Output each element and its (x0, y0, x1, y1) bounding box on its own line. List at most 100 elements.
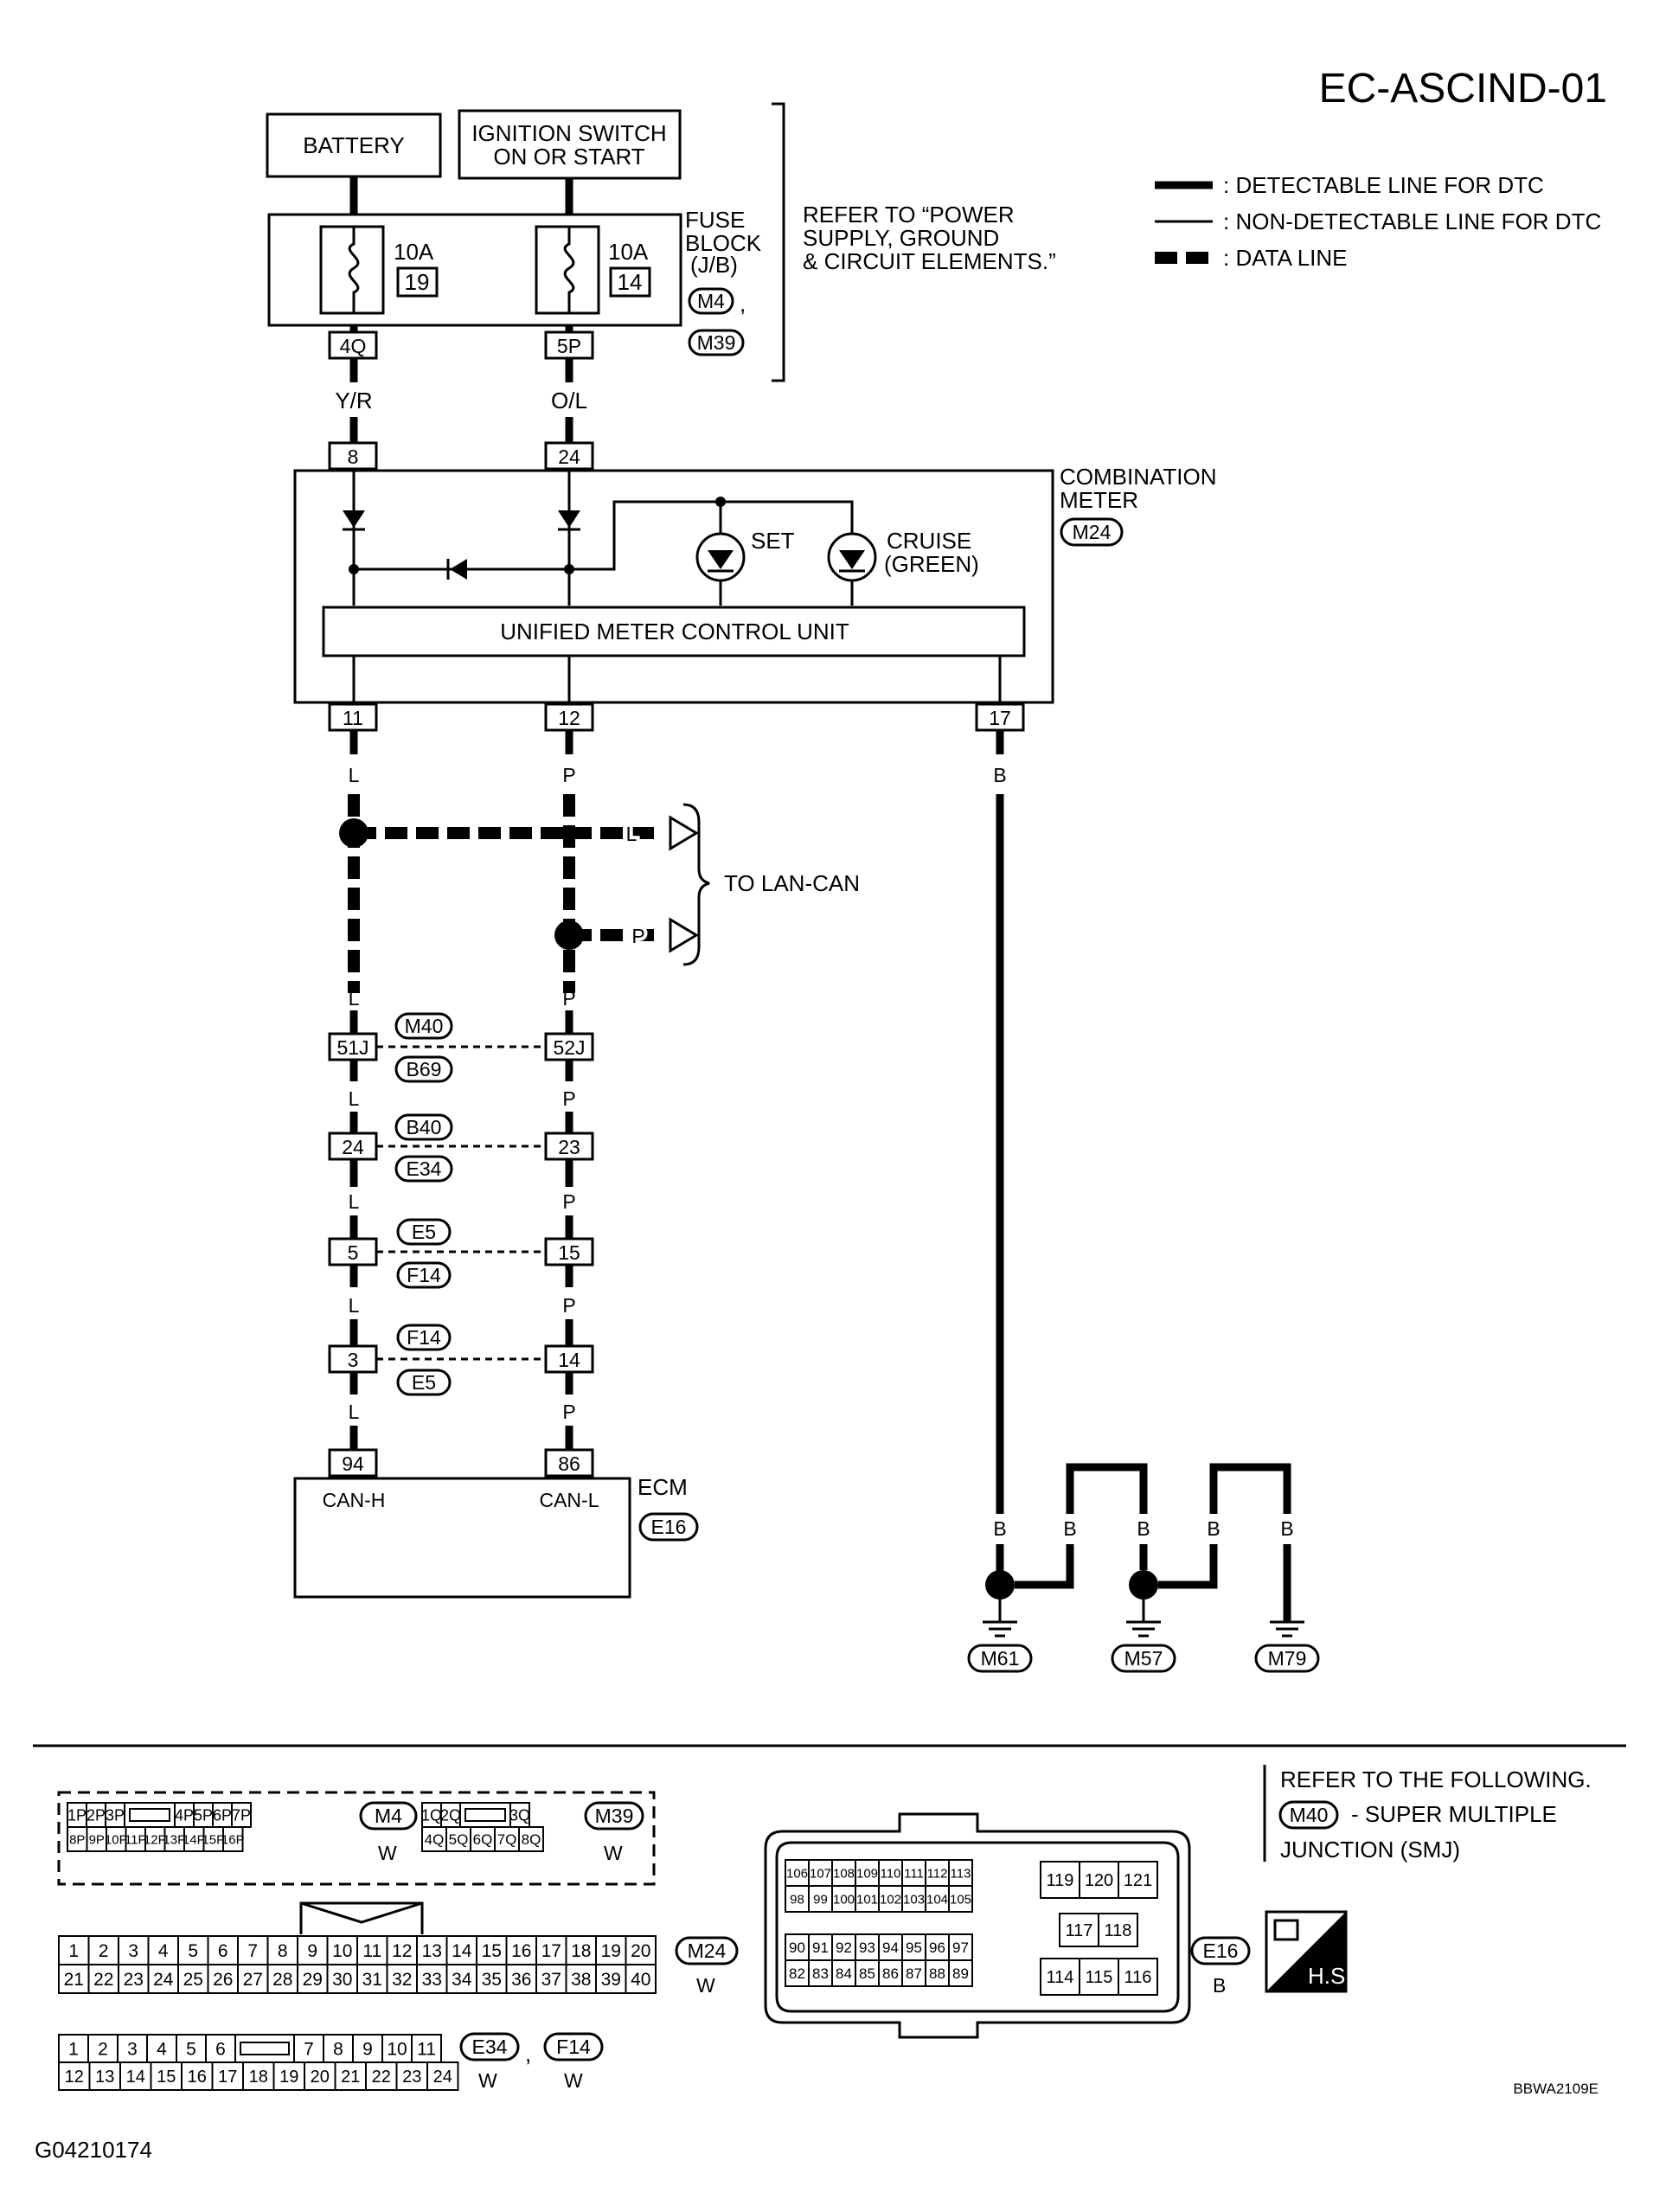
wire-p-4: P (562, 1190, 575, 1213)
legend-non-detectable: : NON-DETECTABLE LINE FOR DTC (1223, 208, 1601, 234)
e16-right-bottom-pin: 114 (1047, 1968, 1074, 1987)
junction-pin-14: 14 (558, 1349, 580, 1371)
m4-top-pin: 2P (86, 1806, 106, 1824)
battery-box (266, 112, 442, 178)
m24-top-pin: 14 (452, 1941, 472, 1961)
m24-top-pin: 13 (422, 1941, 442, 1961)
wire-p-3: P (562, 1087, 575, 1110)
e16-row3-pin: 97 (952, 1940, 969, 1956)
e16-row4-pin: 82 (789, 1965, 805, 1982)
ecm-pin-94: 94 (342, 1452, 364, 1475)
e34-top-pin: 5 (186, 2040, 196, 2060)
m24-top-cell (207, 1935, 239, 1965)
m24-bottom-cell (445, 1964, 477, 1994)
unified-meter-label: UNIFIED METER CONTROL UNIT (500, 619, 849, 644)
m24-top-pin: 3 (128, 1941, 138, 1961)
comma: , (740, 291, 746, 317)
fuse-connector-m39: M39 (697, 331, 736, 354)
meter-pin-12: 12 (558, 707, 580, 729)
e16-row2-pin: 100 (833, 1892, 855, 1907)
m24-top-pin: 6 (218, 1941, 228, 1961)
e34-top-key (240, 2042, 290, 2055)
m24-bottom-pin: 38 (571, 1970, 591, 1990)
combination-meter-label-2: METER (1060, 487, 1138, 513)
e16-row2-pin: 99 (813, 1892, 828, 1907)
e16-right-top-pin: 119 (1047, 1871, 1074, 1890)
fuse-19-amp: 10A (394, 239, 434, 265)
e16-right-mid-cell (1059, 1913, 1099, 1947)
m39-bottom-pin: 8Q (522, 1831, 541, 1848)
m24-top-cell (297, 1935, 329, 1965)
e34-top-cell (146, 2034, 177, 2063)
e16-row2-cell (878, 1885, 903, 1913)
e16-row3-pin: 94 (882, 1940, 899, 1956)
m24-top-pin: 10 (332, 1941, 352, 1961)
diode-2 (558, 510, 580, 528)
e16-right-bottom-cell (1040, 1958, 1080, 1996)
meter-connector-m24: M24 (1073, 521, 1112, 543)
fuse-block-label-1: FUSE (685, 207, 745, 233)
legend-detectable: : DETECTABLE LINE FOR DTC (1223, 172, 1544, 198)
e16-row3-pin: 93 (859, 1940, 875, 1956)
m4-bottom-pin: 15P (202, 1832, 225, 1847)
m24-bottom-pin: 27 (243, 1970, 263, 1990)
m4-top-pin: 6P (213, 1806, 232, 1824)
fuse-block-label-3: (J/B) (690, 252, 738, 278)
e16-row1-pin: 111 (904, 1866, 924, 1881)
e16-row1-pin: 110 (881, 1866, 901, 1881)
m39-bottom-cell (470, 1826, 496, 1852)
ecm-pin-86: 86 (558, 1452, 580, 1475)
m24-bottom-cell (625, 1964, 657, 1994)
m24-bottom-cell (266, 1964, 298, 1994)
wire-b-top: B (993, 764, 1006, 786)
e16-row4-cell (948, 1959, 973, 1987)
meter-pin-24: 24 (558, 446, 580, 468)
m24-top-pin: 15 (482, 1941, 502, 1961)
junction-pin-24: 24 (342, 1136, 364, 1158)
figure-id: G04210174 (35, 2137, 152, 2163)
m24-bottom-cell (177, 1964, 209, 1994)
fuse-14-symbol (563, 227, 575, 313)
diode-3 (450, 559, 467, 580)
m24-top-pin: 1 (68, 1941, 79, 1961)
m4-top-pin: 3P (106, 1806, 125, 1824)
m24-bottom-cell (87, 1964, 119, 1994)
connector-e5-2: E5 (412, 1371, 436, 1394)
m39-top-pin: 1Q (421, 1806, 442, 1824)
m24-top-pin: 17 (541, 1941, 561, 1961)
e34-bottom-cell (426, 2061, 459, 2091)
wire-l-2: L (349, 987, 360, 1010)
connector-f14-2: F14 (407, 1326, 441, 1349)
meter-pin-17: 17 (989, 707, 1011, 729)
e34-bottom-cell (395, 2061, 428, 2091)
m24-top-pin: 16 (511, 1941, 531, 1961)
wire-p-5: P (562, 1294, 575, 1317)
m24-top-pin: 9 (307, 1941, 317, 1961)
wire-y-r: Y/R (335, 388, 372, 414)
ground-m61: M61 (981, 1647, 1020, 1670)
e34-bottom-pin: 23 (402, 2068, 421, 2087)
fuse-19 (319, 225, 385, 315)
e16-right-top-pin: 120 (1085, 1871, 1113, 1890)
e16-row2-pin: 102 (880, 1892, 901, 1907)
ecm-label: ECM (637, 1474, 688, 1500)
e16-row1-pin: 109 (856, 1866, 878, 1881)
m24-bottom-cell (505, 1964, 537, 1994)
junction-pin-5: 5 (348, 1241, 359, 1264)
e34-top-pin: 8 (333, 2040, 343, 2060)
e34-bottom-pin: 13 (95, 2068, 114, 2087)
refer-power-2: SUPPLY, GROUND (803, 225, 999, 251)
m24-bottom-pin: 34 (452, 1970, 472, 1990)
meter-pin-8: 8 (348, 446, 359, 468)
m24-top-pin: 12 (392, 1941, 412, 1961)
m24-top-pin: 4 (158, 1941, 169, 1961)
m24-bottom-pin: 21 (64, 1970, 84, 1990)
refer-smj-label-2: JUNCTION (SMJ) (1280, 1837, 1460, 1863)
m24-bottom-cell (386, 1964, 418, 1994)
e34-bottom-cell (150, 2061, 183, 2091)
junction-pin-52j: 52J (553, 1036, 585, 1059)
connector-face-m39-name: M39 (595, 1805, 634, 1827)
junction-51j: 51J 52J M40 B69 L P (328, 1010, 594, 1110)
